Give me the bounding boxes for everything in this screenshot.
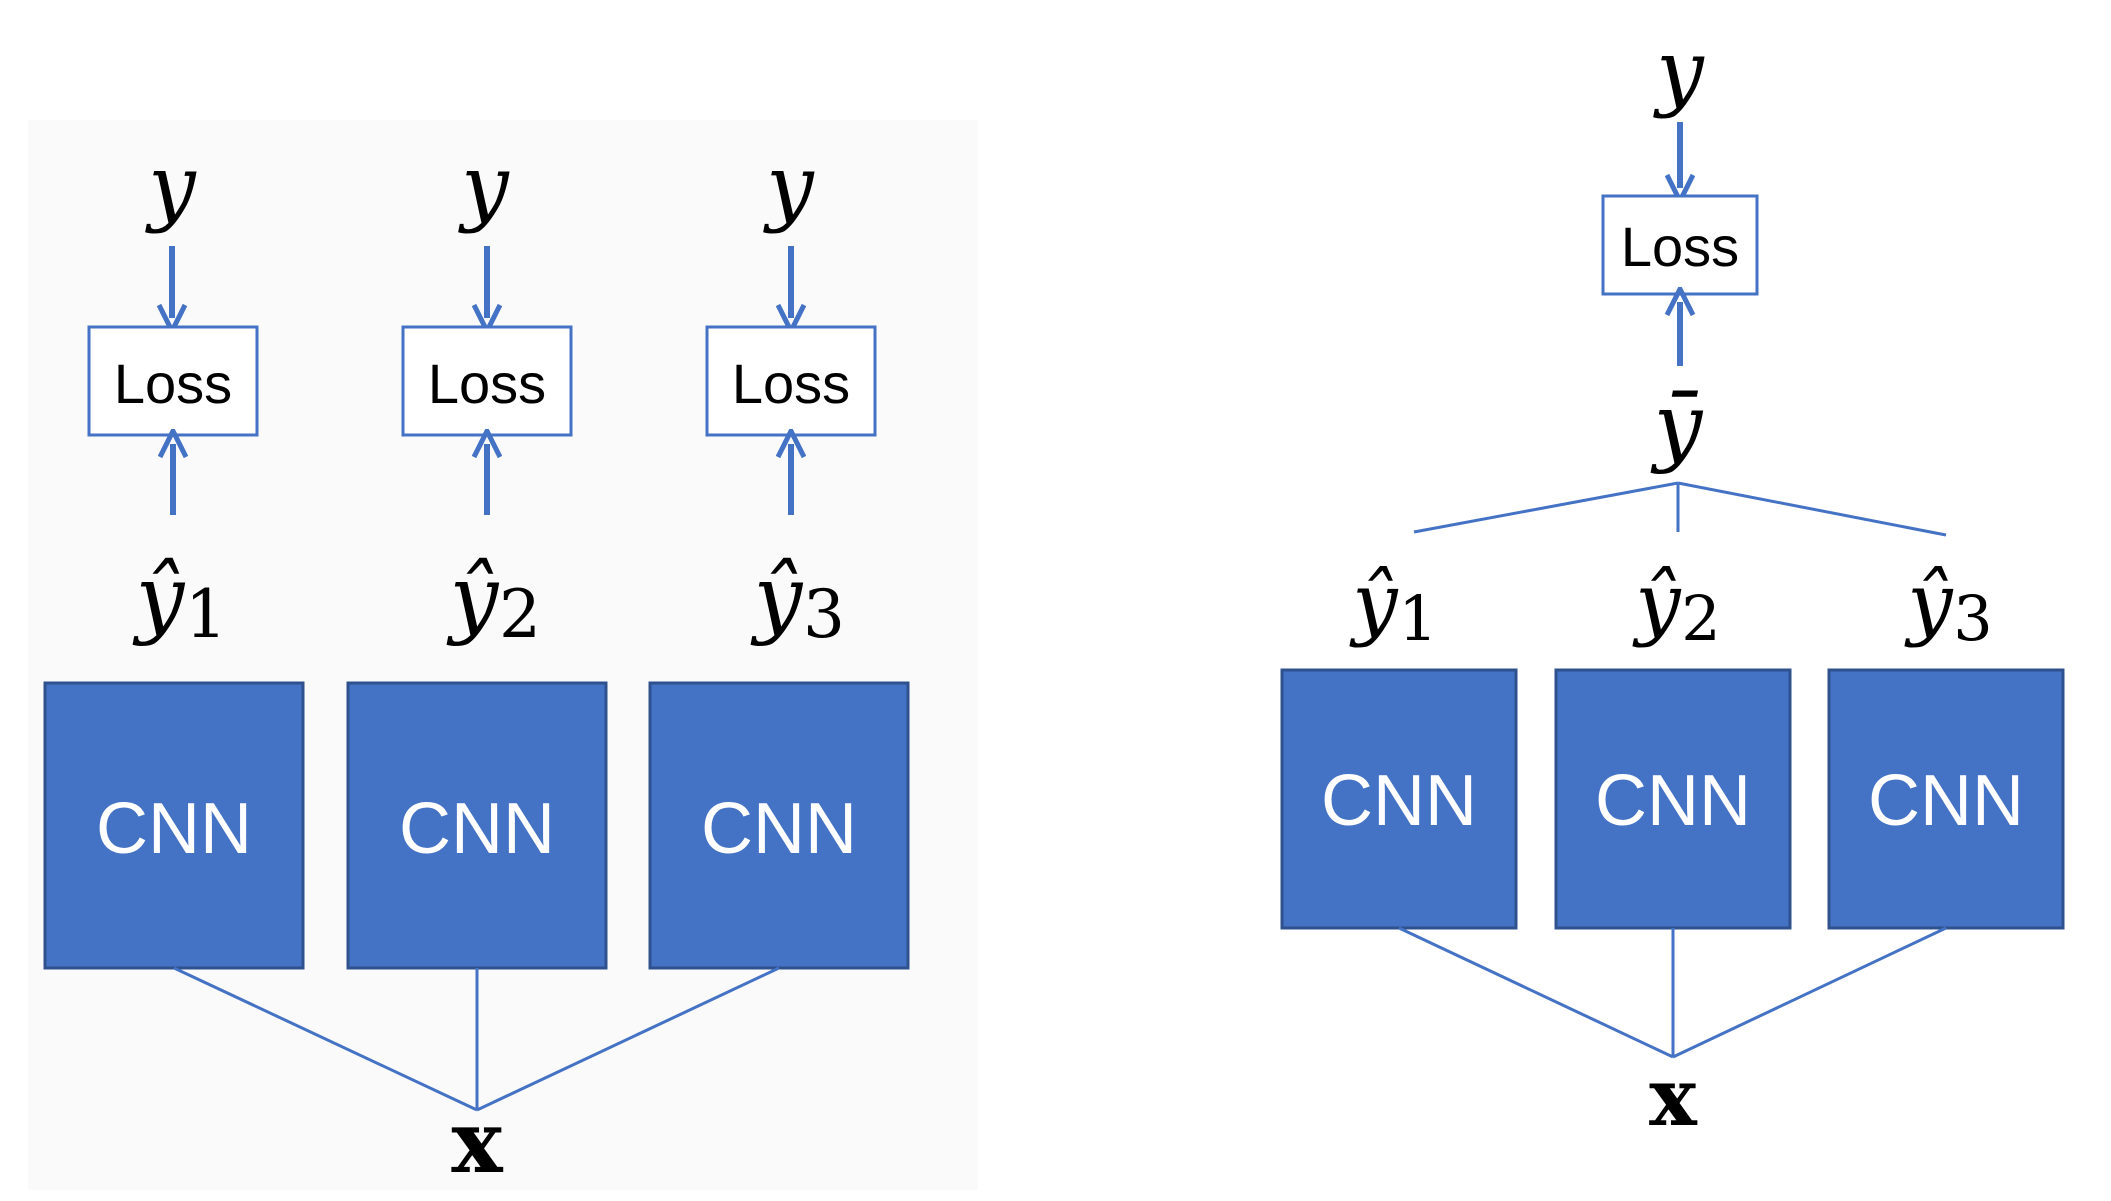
right-prediction-symbol-2: ŷ	[1632, 556, 1682, 649]
left-panel-background	[28, 120, 978, 1190]
right-input: x	[1649, 1050, 1698, 1144]
left-loss-label-2: Loss	[428, 352, 546, 415]
left-prediction-sub-1: 1	[185, 576, 227, 653]
left-cnn-box-1	[43, 681, 305, 970]
left-loss-box-2	[401, 325, 573, 437]
left-prediction-sub-3: 3	[803, 576, 845, 653]
right-loss-box	[1601, 194, 1759, 296]
left-prediction-symbol-1: ŷ	[132, 548, 186, 648]
right-cnn-label-1: CNN	[1321, 761, 1477, 841]
left-prediction-2: ŷ 2	[446, 548, 541, 653]
left-link-cnn1-input	[173, 966, 478, 1112]
left-cnn-label-1: CNN	[96, 789, 252, 869]
left-loss-label-1: Loss	[114, 352, 232, 415]
left-prediction-3: ŷ 3	[750, 548, 845, 653]
right-panel: y Loss ȳ ŷ 1 ŷ 2 ŷ 3 CNN CNN	[1280, 22, 2065, 1144]
left-prediction-symbol-3: ŷ	[750, 548, 804, 648]
right-cnn-label-2: CNN	[1595, 761, 1751, 841]
left-cnn-box-3	[648, 681, 910, 970]
left-prediction-symbol-2: ŷ	[446, 548, 500, 648]
right-cnn-box-1	[1280, 668, 1518, 930]
left-panel: y y y Loss Loss Loss ŷ 1 ŷ 2 ŷ 3	[28, 120, 978, 1193]
left-link-cnn3-input	[476, 966, 780, 1112]
left-prediction-1: ŷ 1	[132, 548, 227, 653]
right-prediction-symbol-1: ŷ	[1349, 556, 1399, 649]
right-prediction-sub-3: 3	[1953, 582, 1992, 655]
right-prediction-3: ŷ 3	[1904, 556, 1992, 655]
right-prediction-sub-1: 1	[1398, 582, 1437, 655]
left-cnn-box-2	[346, 681, 608, 970]
left-loss-label-3: Loss	[732, 352, 850, 415]
right-prediction-symbol-3: ŷ	[1904, 556, 1954, 649]
right-prediction-2: ŷ 2	[1632, 556, 1720, 655]
right-loss-label: Loss	[1621, 215, 1739, 278]
right-target: y	[1652, 22, 1705, 120]
right-cnn-label-3: CNN	[1868, 761, 2024, 841]
right-average: ȳ	[1650, 376, 1704, 476]
left-target-1: y	[144, 137, 197, 235]
right-prediction-sub-2: 2	[1681, 582, 1720, 655]
left-loss-box-3	[705, 325, 877, 437]
left-cnn-label-2: CNN	[399, 789, 555, 869]
right-link-cnn3-input	[1672, 926, 1947, 1059]
right-avg-link-1	[1413, 481, 1679, 534]
right-cnn-box-2	[1554, 668, 1792, 930]
left-input: x	[451, 1092, 503, 1193]
right-link-cnn1-input	[1398, 926, 1674, 1059]
left-target-3: y	[762, 137, 815, 235]
left-prediction-sub-2: 2	[499, 576, 541, 653]
right-prediction-1: ŷ 1	[1349, 556, 1437, 655]
left-target-2: y	[457, 137, 510, 235]
right-avg-link-3	[1677, 481, 1947, 537]
right-cnn-box-3	[1827, 668, 2065, 930]
left-cnn-label-3: CNN	[701, 789, 857, 869]
